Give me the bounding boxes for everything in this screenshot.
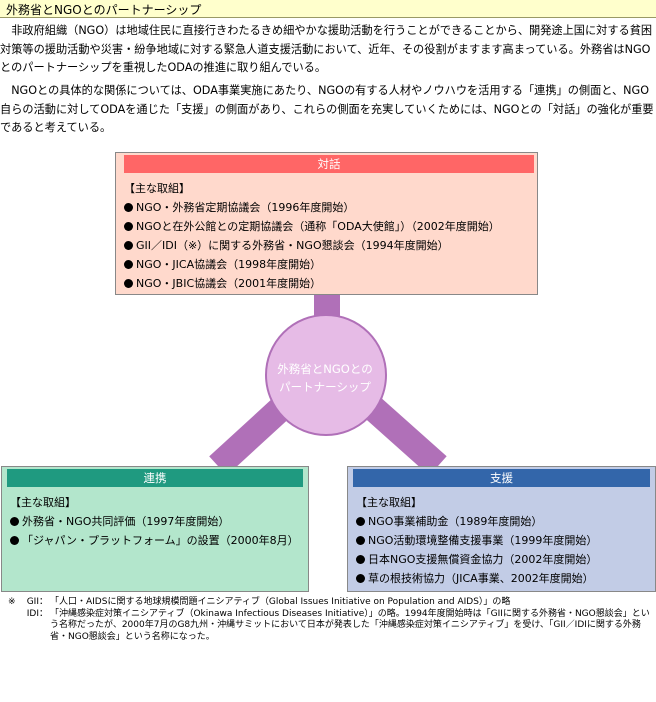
intro-paragraph-1: 非政府組織（NGO）は地域住民に直接行きわたるきめ細やかな援助活動を行うことがで… bbox=[0, 24, 653, 74]
support-heading: 【主な取組】 bbox=[356, 496, 422, 509]
note-text-idi: 「沖縄感染症対策イニシアティブ（Okinawa Infectious Disea… bbox=[50, 608, 650, 642]
list-item: NGO活動環境整備支援事業（1999年度開始） bbox=[356, 531, 597, 550]
note-text-gii: 「人口・AIDSに関する地球規模問題イニシアティブ（Global Issues … bbox=[50, 597, 511, 607]
list-item: 草の根技術協力（JICA事業、2002年度開始） bbox=[356, 569, 597, 588]
list-item: NGOと在外公館との定期協議会（通称「ODA大使館」）（2002年度開始） bbox=[124, 217, 500, 236]
note-mark: ※ bbox=[8, 597, 16, 607]
dialogue-title: 対話 bbox=[124, 155, 534, 173]
center-circle bbox=[265, 314, 387, 436]
bullet-icon bbox=[124, 279, 133, 288]
bullet-icon bbox=[10, 517, 19, 526]
footnotes: ※ GII： 「人口・AIDSに関する地球規模問題イニシアティブ（Global … bbox=[8, 597, 653, 643]
cooperation-list: 【主な取組】 外務省・NGO共同評価（1997年度開始） 「ジャパン・プラットフ… bbox=[10, 493, 299, 550]
center-label-line2: パートナーシップ bbox=[279, 380, 371, 394]
list-item: NGO・JBIC協議会（2001年度開始） bbox=[124, 274, 500, 293]
intro-paragraph-2: NGOとの具体的な関係については、ODA事業実施にあたり、NGOの有する人材やノ… bbox=[0, 84, 654, 134]
support-box: 支援 【主な取組】 NGO事業補助金（1989年度開始） NGO活動環境整備支援… bbox=[347, 466, 656, 592]
dialogue-box: 対話 【主な取組】 NGO・外務省定期協議会（1996年度開始） NGOと在外公… bbox=[115, 152, 538, 295]
list-item: NGO・JICA協議会（1998年度開始） bbox=[124, 255, 500, 274]
cooperation-title: 連携 bbox=[7, 469, 303, 487]
list-item: 「ジャパン・プラットフォーム」の設置（2000年8月） bbox=[10, 531, 299, 550]
cooperation-box: 連携 【主な取組】 外務省・NGO共同評価（1997年度開始） 「ジャパン・プラ… bbox=[1, 466, 309, 592]
bullet-icon bbox=[356, 536, 365, 545]
list-item: 外務省・NGO共同評価（1997年度開始） bbox=[10, 512, 299, 531]
dialogue-heading: 【主な取組】 bbox=[124, 182, 190, 195]
list-item: NGO・外務省定期協議会（1996年度開始） bbox=[124, 198, 500, 217]
list-item: 日本NGO支援無償資金協力（2002年度開始） bbox=[356, 550, 597, 569]
note-key-idi: IDI： bbox=[26, 608, 48, 619]
dialogue-list: 【主な取組】 NGO・外務省定期協議会（1996年度開始） NGOと在外公館との… bbox=[124, 179, 500, 293]
center-label-line1: 外務省とNGOとの bbox=[277, 362, 373, 376]
cooperation-heading: 【主な取組】 bbox=[10, 496, 76, 509]
footnote-gii: ※ GII： 「人口・AIDSに関する地球規模問題イニシアティブ（Global … bbox=[8, 597, 653, 609]
bullet-icon bbox=[10, 536, 19, 545]
title-bar: 外務省とNGOとのパートナーシップ bbox=[0, 0, 656, 18]
bullet-icon bbox=[356, 555, 365, 564]
list-item: NGO事業補助金（1989年度開始） bbox=[356, 512, 597, 531]
note-key-gii: GII： bbox=[26, 597, 48, 607]
support-title: 支援 bbox=[353, 469, 650, 487]
bullet-icon bbox=[124, 203, 133, 212]
bullet-icon bbox=[124, 260, 133, 269]
bullet-icon bbox=[124, 241, 133, 250]
bullet-icon bbox=[124, 222, 133, 231]
list-item: GII／IDI（※）に関する外務省・NGO懇談会（1994年度開始） bbox=[124, 236, 500, 255]
bullet-icon bbox=[356, 574, 365, 583]
page-title: 外務省とNGOとのパートナーシップ bbox=[6, 3, 202, 17]
bullet-icon bbox=[356, 517, 365, 526]
connector-support bbox=[355, 390, 447, 476]
footnote-idi: IDI： 「沖縄感染症対策イニシアティブ（Okinawa Infectious … bbox=[8, 609, 653, 644]
support-list: 【主な取組】 NGO事業補助金（1989年度開始） NGO活動環境整備支援事業（… bbox=[356, 493, 597, 588]
center-label: 外務省とNGOとの パートナーシップ bbox=[270, 360, 380, 396]
